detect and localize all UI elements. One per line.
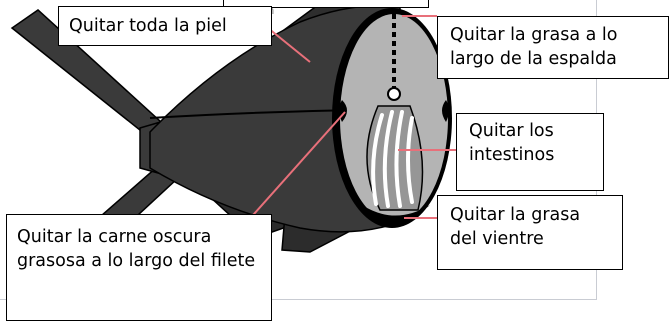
label-remove-belly-fat: Quitar la grasa del vientre (437, 195, 623, 270)
label-remove-skin: Quitar toda la piel (58, 6, 272, 46)
label-remove-dark-meat: Quitar la carne oscura grasosa a lo larg… (6, 214, 272, 321)
spine-bone (387, 87, 401, 101)
lateral-line (149, 109, 356, 119)
label-remove-back-fat: Quitar la grasa a lo largo de la espalda (437, 16, 669, 79)
belly-fat (362, 205, 430, 224)
dark-meat-right (442, 100, 449, 122)
intestines (371, 110, 414, 208)
leader-dark-meat (237, 111, 346, 233)
label-remove-intestines: Quitar los intestinos (456, 113, 604, 191)
top-caption-frame (223, 0, 429, 8)
window-bottom-edge (0, 299, 597, 300)
leader-lines (237, 15, 456, 233)
leader-skin (267, 27, 311, 63)
